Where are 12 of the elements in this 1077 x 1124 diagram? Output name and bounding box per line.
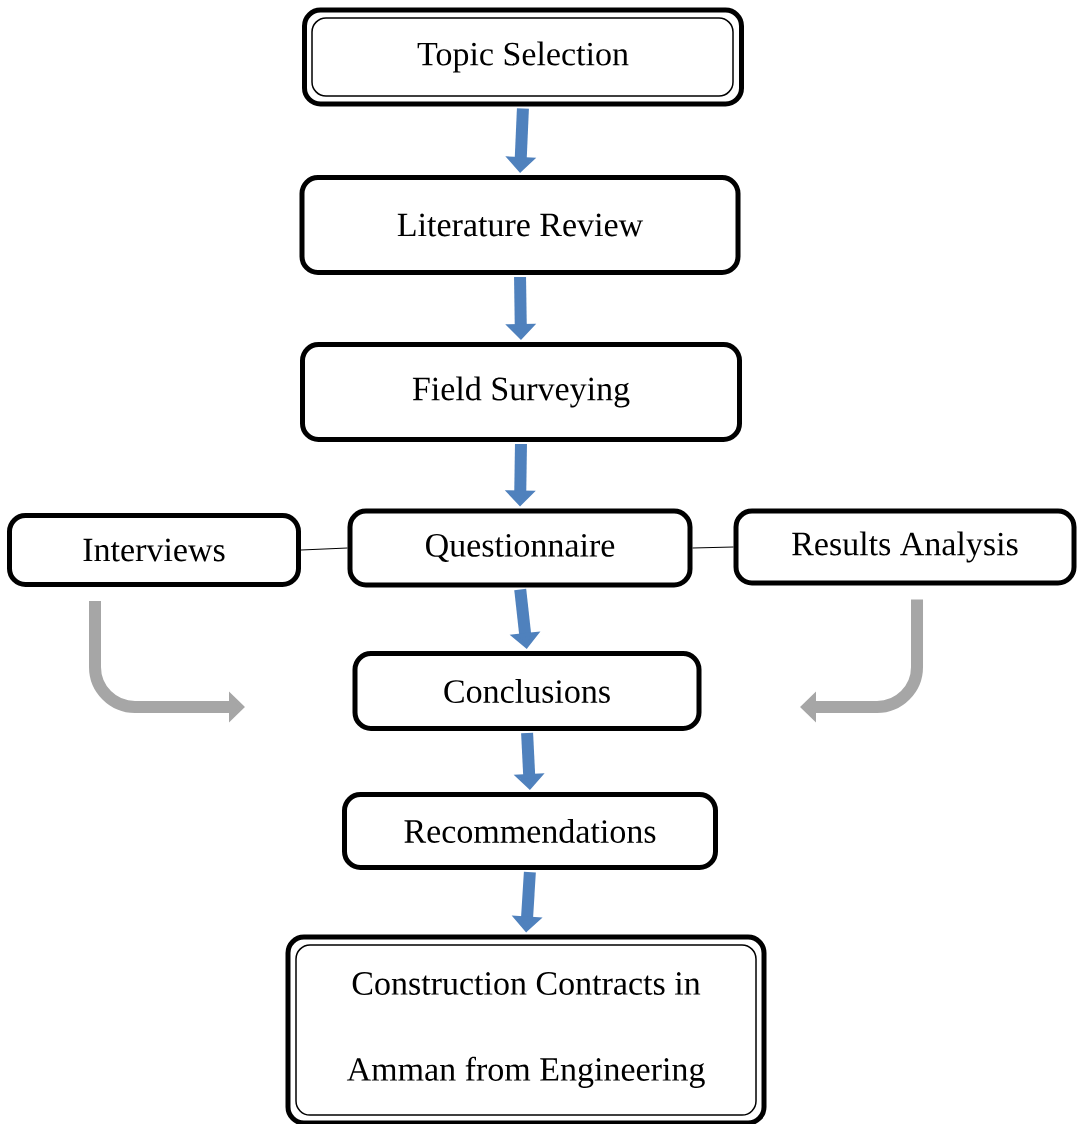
process-box: Conclusions	[352, 651, 702, 731]
process-box: Field Surveying	[300, 342, 742, 442]
process-box: Interviews	[7, 513, 301, 587]
process-box: Questionnaire	[347, 508, 693, 588]
process-box: Literature Review	[299, 175, 741, 275]
process-box: Results Analysis	[733, 508, 1077, 586]
connector-line	[691, 546, 735, 549]
double-bordered-box: Construction Contracts in Amman from Engineering	[285, 934, 767, 1124]
process-box: Recommendations	[342, 792, 718, 870]
block-arrow	[800, 599, 923, 723]
connector-line	[300, 547, 349, 551]
double-bordered-box: Topic Selection	[302, 7, 744, 107]
